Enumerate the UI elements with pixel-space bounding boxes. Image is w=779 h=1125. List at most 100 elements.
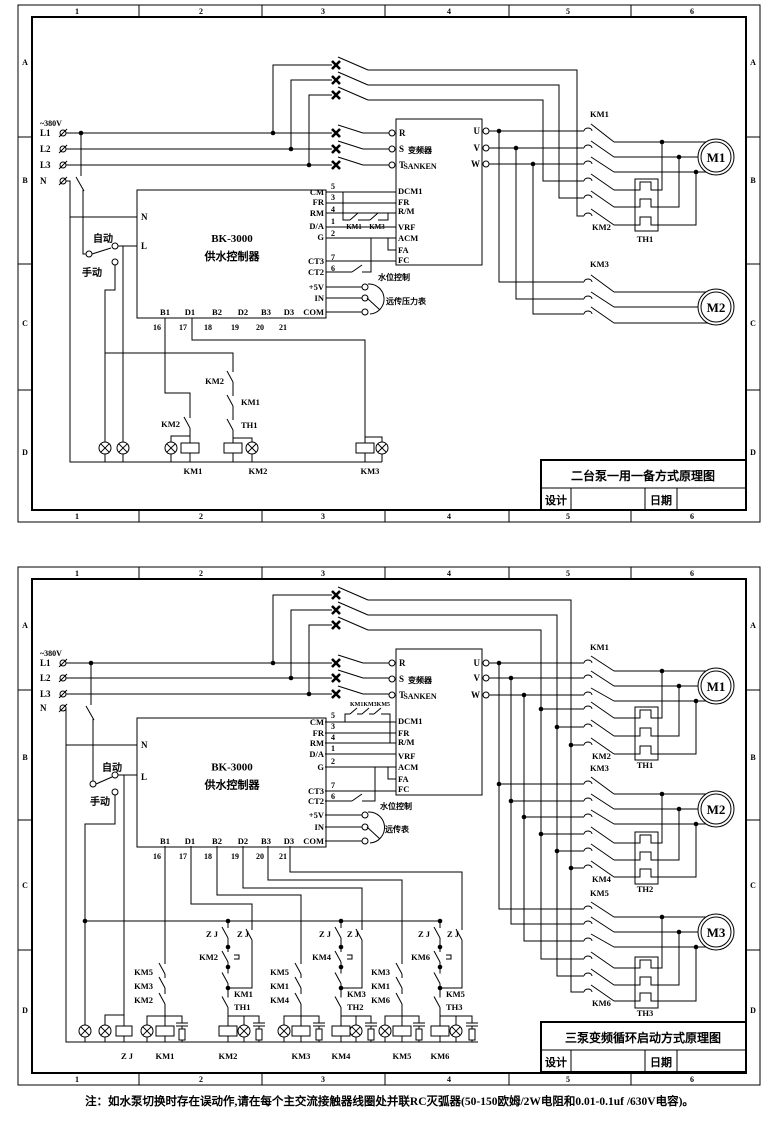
vfd-input-label: S [399, 144, 404, 154]
contact-terminal-icon [583, 780, 593, 785]
controller-name: 供水控制器 [204, 249, 261, 263]
vfd-name: 变频器 [408, 675, 433, 685]
coil-label: KM1 [184, 466, 203, 476]
contact-label: KM2 [134, 995, 153, 1005]
controller-right-terminal: D/A [309, 221, 325, 231]
pressure-gauge-label: 远传压力表 [386, 296, 427, 306]
terminal-circle [85, 250, 93, 258]
terminal-circle [388, 691, 396, 699]
water-level-label: 水位控制 [379, 801, 412, 811]
junction-dot [568, 742, 574, 748]
contact-blade [590, 843, 615, 861]
contactor-label: KM4 [592, 874, 612, 884]
contact-label: KM3 [347, 989, 366, 999]
terminal-number: 3 [331, 722, 335, 731]
heater-icon [636, 976, 658, 986]
wire [272, 594, 332, 663]
vfd-control-terminal: FR [398, 728, 410, 738]
vfd-name: 变频器 [408, 145, 433, 155]
row-letter: B [22, 176, 28, 185]
terminal-number: 16 [153, 852, 161, 861]
contact-icon [221, 996, 229, 1008]
wire [510, 678, 584, 925]
terminal-circle [89, 780, 97, 788]
controller-right-terminal: COM [303, 836, 324, 846]
wire [387, 238, 396, 251]
heater-icon [636, 181, 658, 191]
junction-dot [437, 985, 443, 991]
coil-icon [155, 1025, 175, 1037]
vfd-control-terminal: DCM1 [398, 716, 423, 726]
terminal-circle [388, 129, 396, 137]
contact-blade [590, 274, 615, 293]
thermal-relay-icon [634, 178, 659, 232]
contact-label: TH1 [234, 1002, 251, 1012]
contact-blade [590, 140, 615, 158]
breaker-blade [337, 140, 364, 150]
terminal-circle [361, 811, 369, 819]
terminal-circle [388, 659, 396, 667]
wire [368, 614, 584, 977]
terminal-slash [58, 160, 68, 170]
contact-label: Z J [447, 929, 460, 939]
wire [289, 846, 463, 925]
terminal-circle [111, 258, 119, 266]
terminal-number: 7 [331, 253, 335, 262]
wire [66, 180, 382, 463]
contact-blade [590, 670, 615, 687]
contact-blade [590, 190, 615, 208]
wire [170, 435, 190, 442]
diagram-title: 二台泵一用一备方式原理图 [571, 468, 715, 483]
terminal-circle [388, 145, 396, 153]
contact-label: KM2 [205, 376, 224, 386]
wire [362, 767, 376, 802]
heater-icon [636, 959, 658, 969]
mode-manual-label: 手动 [82, 266, 102, 279]
sheet-outer-border [17, 566, 761, 1086]
contact-icon [226, 370, 234, 383]
contact-blade [590, 860, 615, 878]
row-letter: C [22, 881, 28, 890]
terminal-number: 18 [204, 323, 212, 332]
supply-voltage: ~380V [40, 649, 62, 658]
junction-dot [82, 918, 88, 924]
contact-terminal-icon [583, 691, 593, 696]
breaker-icon [331, 605, 341, 615]
resistor-icon [468, 1028, 476, 1041]
controller-right-terminal: COM [303, 307, 324, 317]
contact-label: KM6 [411, 952, 430, 962]
main-switch-blade [85, 705, 95, 721]
terminal-number: 20 [256, 323, 264, 332]
motor-label: M2 [707, 802, 726, 817]
supply-line-label: L3 [40, 689, 51, 699]
terminal-number: 21 [279, 852, 287, 861]
pressure-gauge-icon [367, 811, 386, 844]
column-number: 2 [199, 569, 203, 578]
contact-terminal-icon [583, 674, 593, 679]
pressure-gauge-label: 远传表 [385, 824, 410, 834]
vfd-input-label: T [399, 160, 405, 170]
controller-bottom-terminal: D2 [238, 836, 248, 846]
terminal-circle [111, 788, 119, 796]
terminal-slash [58, 673, 68, 683]
contact-label: KM1 [234, 989, 253, 999]
date-label: 日期 [650, 493, 672, 507]
contact-blade [590, 826, 615, 844]
vfd-control-terminal: FC [398, 784, 409, 794]
contact-label: TH2 [347, 1002, 364, 1012]
controller-right-terminal: FR [313, 728, 325, 738]
motor-label: M1 [707, 150, 726, 165]
heater-icon [636, 992, 658, 1002]
contact-label: Z J [206, 929, 219, 939]
contactor-label: KM1 [590, 642, 609, 652]
column-number: 3 [321, 1075, 325, 1084]
wire [658, 809, 680, 861]
contact-icon [221, 972, 229, 984]
lamp-icon [377, 443, 387, 453]
motor-label: M3 [707, 925, 726, 940]
junction-dot [225, 985, 231, 991]
contact-icon [455, 928, 463, 941]
date-label: 日期 [650, 1055, 672, 1069]
controller-left-terminal: N [141, 212, 148, 222]
contactor-label: KM2 [592, 222, 611, 232]
